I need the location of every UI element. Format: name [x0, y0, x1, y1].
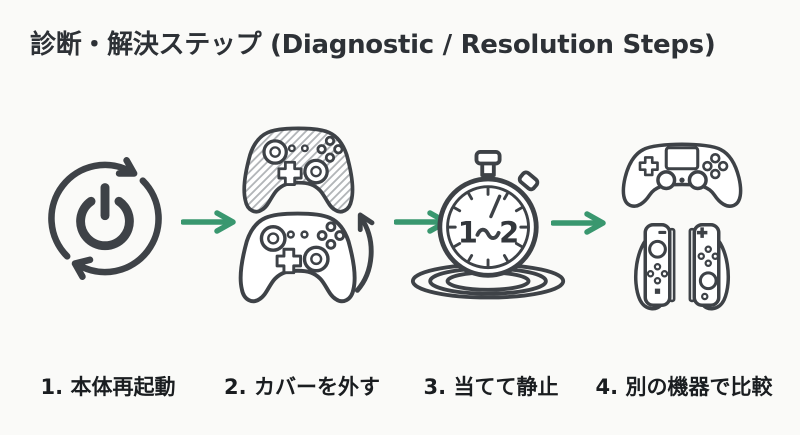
stopwatch-dial-right: 2: [499, 216, 519, 250]
step-label-4: 4. 別の機器で比較: [595, 375, 773, 399]
joycon-left: [633, 223, 676, 311]
wave-dash-glyph: [475, 227, 501, 241]
arrow-right-icon-3: [551, 211, 606, 235]
stopwatch-hand: [489, 194, 502, 219]
stopwatch-ripples-icon: 1 2: [410, 150, 566, 300]
step-label-3: 3. 当てて静止: [423, 375, 559, 399]
swap-curve-arrow: [354, 212, 375, 293]
power-restart-icon: [48, 157, 162, 280]
page-title: 診断・解決ステップ (Diagnostic / Resolution Steps…: [30, 30, 716, 60]
controllers-cover-swap-icon: [238, 126, 375, 304]
stopwatch-dial-left: 1: [458, 216, 478, 250]
step-label-1: 1. 本体再起動: [40, 375, 176, 399]
step-label-2: 2. カバーを外す: [224, 375, 380, 399]
arrow-right-icon-1: [181, 210, 236, 234]
ps4-and-joycon-compare-icon: [621, 142, 743, 311]
joycon-right: [688, 223, 731, 311]
ps4-controller: [621, 142, 743, 208]
